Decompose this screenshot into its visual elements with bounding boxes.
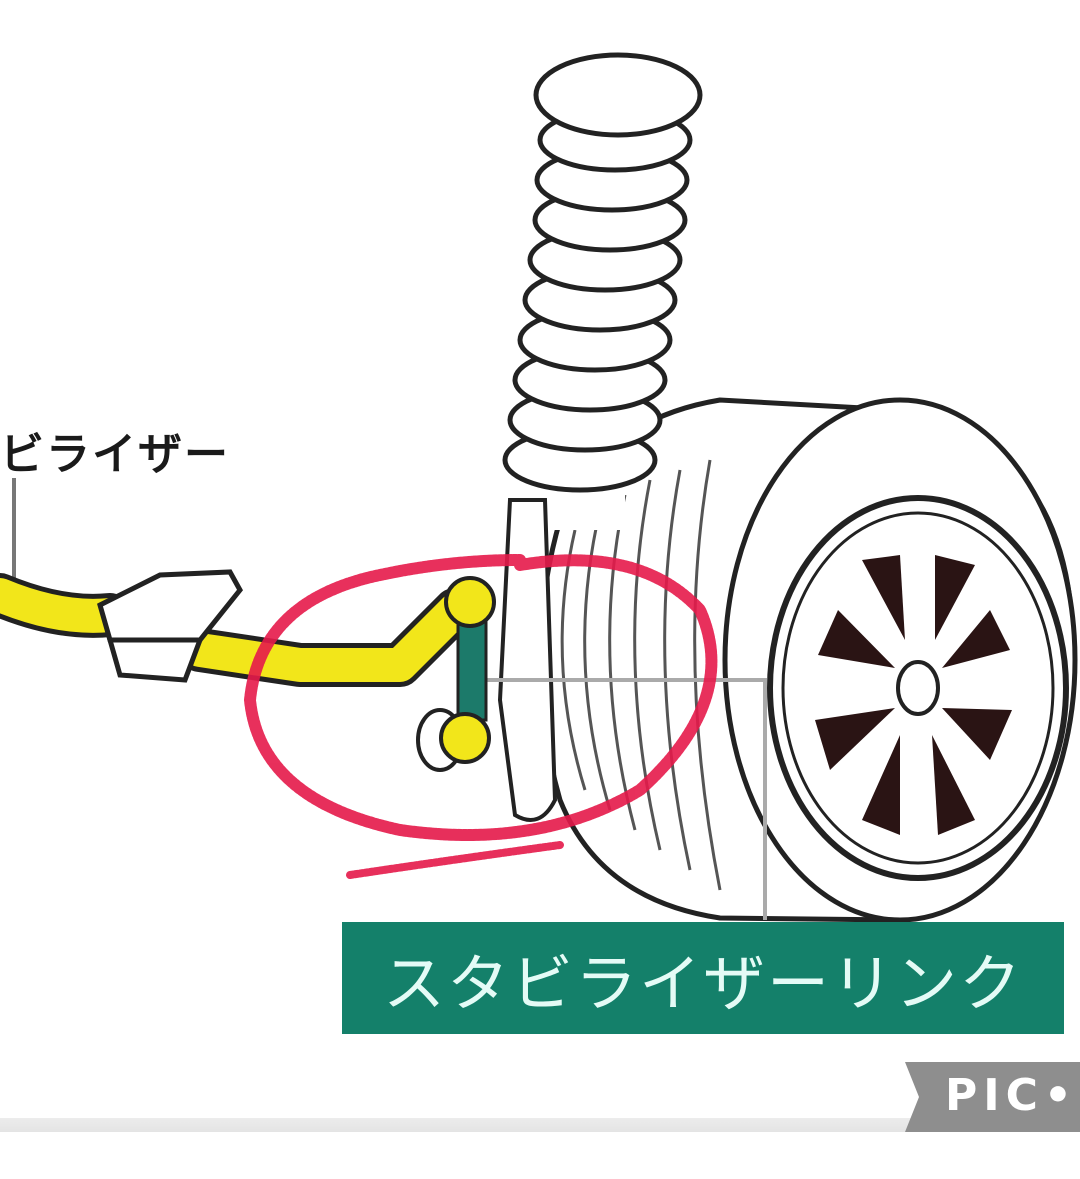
- stabilizer-bar: [0, 573, 477, 687]
- watermark-badge: PIC•: [905, 1062, 1080, 1132]
- bottom-divider: [0, 1118, 1080, 1132]
- coil-spring: [502, 52, 703, 530]
- wheel: [767, 495, 1069, 881]
- stabilizer-link-label: スタビライザーリンク: [342, 922, 1064, 1034]
- shock-absorber: [497, 498, 558, 822]
- bushing-bracket: [97, 569, 243, 683]
- stabilizer-link-label-text: スタビライザーリンク: [382, 947, 1023, 1020]
- leader-line: [480, 678, 767, 920]
- stabilizer-link: [416, 576, 496, 772]
- stabilizer-label: ビライザー: [0, 429, 230, 480]
- watermark-text: PIC•: [945, 1070, 1079, 1121]
- annotation-circle: [243, 554, 718, 879]
- ribbon-shape: [905, 1062, 1080, 1132]
